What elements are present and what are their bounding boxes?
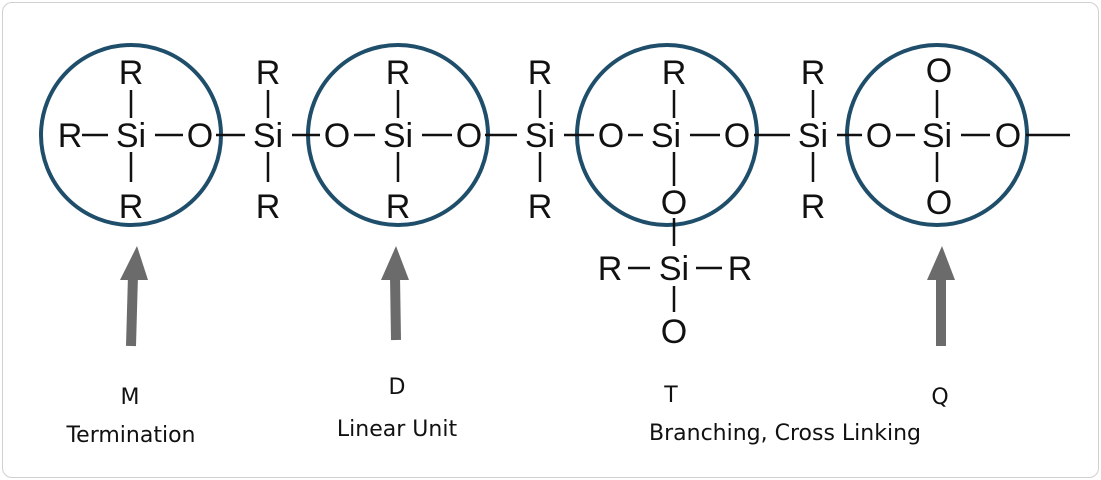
t-silicon: Si — [651, 117, 681, 155]
t-branch-silicon: Si — [659, 250, 689, 288]
q-oxygen-left: O — [866, 117, 892, 155]
t-r-top: R — [662, 54, 687, 92]
d-oxygen-right: O — [456, 117, 482, 155]
d-oxygen-left: O — [324, 117, 350, 155]
bridge1-silicon: Si — [253, 117, 283, 155]
bridge3-r-top: R — [801, 54, 826, 92]
d-silicon: Si — [383, 117, 413, 155]
arrows — [120, 246, 955, 347]
t-oxygen-left: O — [598, 117, 624, 155]
bridge1-r-top: R — [256, 54, 281, 92]
q-arrow — [927, 246, 955, 346]
m-r-top: R — [119, 54, 144, 92]
m-r-left: R — [58, 117, 83, 155]
m-silicon: Si — [116, 117, 146, 155]
q-letter: Q — [931, 385, 948, 410]
d-r-top: R — [386, 54, 411, 92]
captions: M Termination D Linear Unit T Branching,… — [65, 375, 948, 448]
t-branch-r-left: R — [598, 250, 623, 288]
t-oxygen-right: O — [724, 117, 750, 155]
bridge2-r-top: R — [528, 54, 553, 92]
m-oxygen: O — [187, 117, 213, 155]
bridge3-silicon: Si — [798, 117, 828, 155]
d-name: Linear Unit — [337, 417, 458, 442]
d-r-bottom: R — [386, 188, 411, 226]
atoms: R R Si O R R Si R O R Si R O R Si R O R … — [58, 52, 1022, 351]
bridge2-r-bottom: R — [528, 188, 553, 226]
m-r-bottom: R — [119, 188, 144, 226]
d-letter: D — [389, 375, 406, 400]
q-oxygen-top: O — [926, 52, 952, 90]
bridge1-r-bottom: R — [256, 188, 281, 226]
q-silicon: Si — [922, 117, 952, 155]
bonds — [82, 90, 1070, 312]
m-name: Termination — [65, 423, 195, 448]
m-arrow — [120, 246, 148, 347]
q-oxygen-right: O — [995, 117, 1021, 155]
t-letter: T — [663, 383, 678, 408]
m-letter: M — [121, 385, 140, 410]
bridge3-r-bottom: R — [801, 188, 826, 226]
d-arrow — [381, 246, 409, 341]
t-branch-oxygen-bottom: O — [661, 313, 687, 351]
bridge2-silicon: Si — [525, 117, 555, 155]
q-oxygen-bottom: O — [926, 184, 952, 222]
t-oxygen-bottom: O — [661, 184, 687, 222]
t-name: Branching, Cross Linking — [649, 421, 921, 446]
t-branch-r-right: R — [728, 250, 753, 288]
